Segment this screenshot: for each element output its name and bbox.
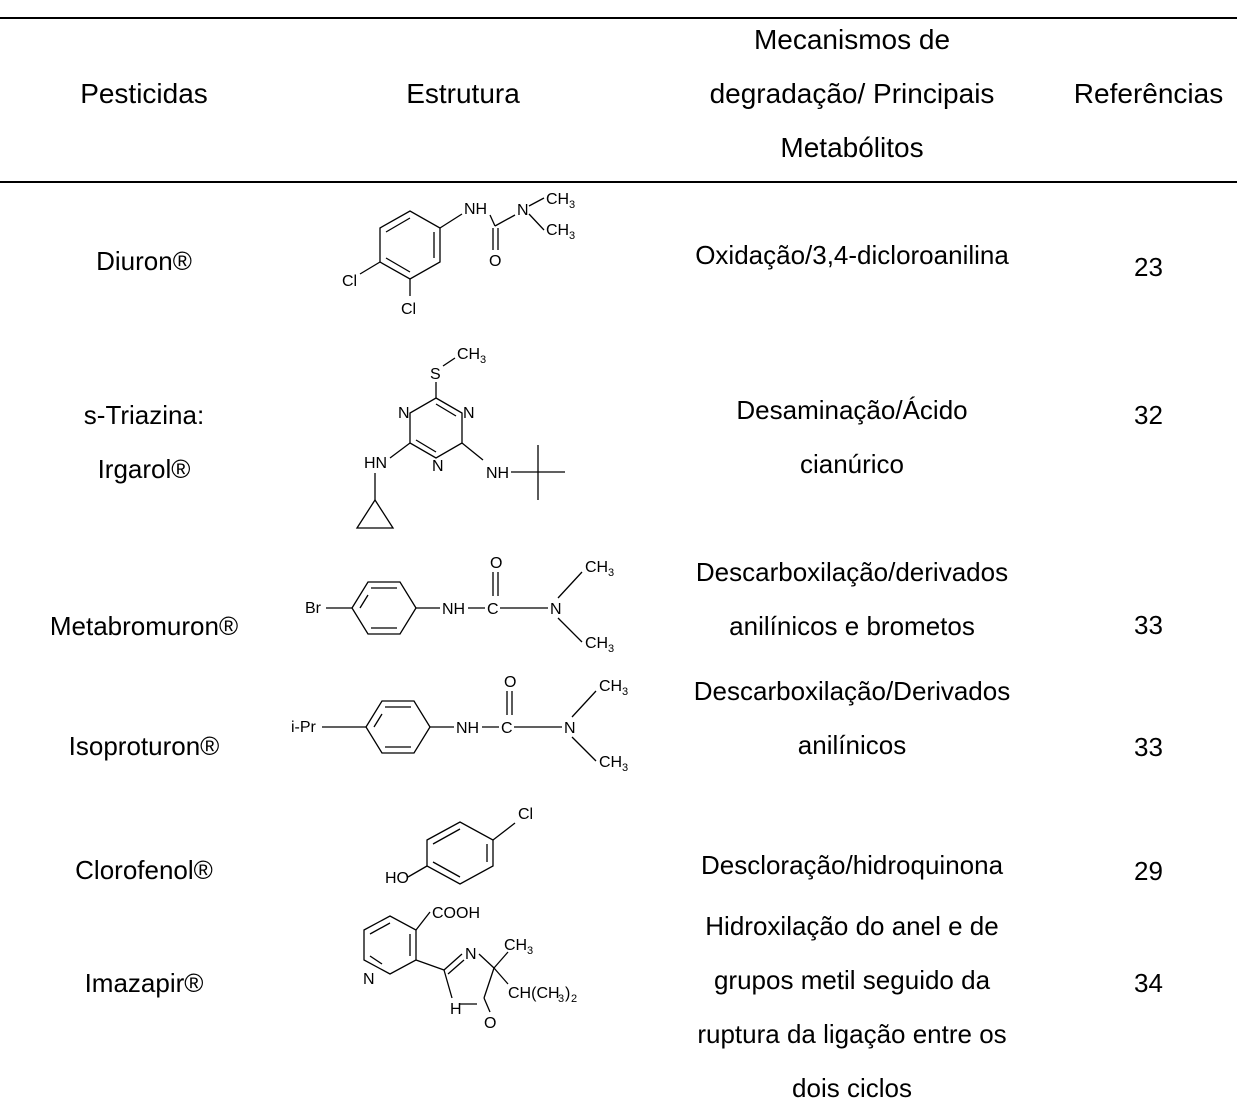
diuron-structure: NH O N CH 3 CH 3 Cl Cl xyxy=(342,191,575,318)
row-imazapir-mechanism-line-1: Hidroxilação do anel e de xyxy=(705,911,999,941)
isoproturon-structure: i-Pr NH C O N CH 3 CH 3 xyxy=(291,674,628,774)
svg-text:3: 3 xyxy=(569,199,575,211)
row-metabromuron-mechanism-line-2: anilínicos e brometos xyxy=(729,611,975,641)
row-isoproturon-mechanism-line-1: Descarboxilação/Derivados xyxy=(693,676,1011,706)
header-estrutura: Estrutura xyxy=(406,78,520,109)
svg-text:CH: CH xyxy=(599,754,622,771)
svg-text:NH: NH xyxy=(442,601,465,618)
row-clorofenol-name: Clorofenol® xyxy=(75,855,213,885)
svg-text:3: 3 xyxy=(569,230,575,242)
svg-text:3: 3 xyxy=(480,354,486,366)
row-irgarol-ref: 32 xyxy=(1134,400,1163,430)
row-imazapir-mechanism: Hidroxilação do anel e de grupos metil s… xyxy=(652,899,1052,1115)
row-clorofenol-mechanism: Descloração/hidroquinona xyxy=(700,850,1004,880)
header-pesticidas: Pesticidas xyxy=(80,78,208,109)
irgarol-structure: S CH 3 N N N HN NH xyxy=(355,346,565,529)
row-metabromuron-mechanism-line-1: Descarboxilação/derivados xyxy=(695,557,1009,587)
svg-text:NH: NH xyxy=(464,201,487,218)
svg-text:N: N xyxy=(517,202,529,219)
row-metabromuron-ref: 33 xyxy=(1134,610,1163,640)
row-irgarol-mechanism-line-1: Desaminação/Ácido xyxy=(736,395,968,425)
svg-text:Cl: Cl xyxy=(401,301,416,318)
svg-text:CH: CH xyxy=(457,346,480,363)
row-metabromuron-mechanism: Descarboxilação/derivados anilínicos e b… xyxy=(652,545,1052,653)
row-isoproturon-ref: 33 xyxy=(1134,732,1163,762)
row-imazapir-mechanism-line-3: ruptura da ligação entre os xyxy=(697,1019,1007,1049)
row-isoproturon-mechanism: Descarboxilação/Derivados anilínicos xyxy=(652,664,1052,772)
svg-text:CH: CH xyxy=(585,559,608,576)
row-irgarol-name: s-Triazina: Irgarol® xyxy=(0,388,288,496)
row-irgarol-name-line-2: Irgarol® xyxy=(97,454,191,484)
svg-text:Cl: Cl xyxy=(518,806,533,823)
svg-text:CH: CH xyxy=(599,678,622,695)
row-imazapir-mechanism-line-2: grupos metil seguido da xyxy=(713,965,991,995)
row-imazapir-ref: 34 xyxy=(1134,968,1163,998)
header-mecanismos: Mecanismos de degradação/ Principais Met… xyxy=(652,26,1052,188)
svg-text:O: O xyxy=(484,1015,496,1032)
header-mecanismos-line-2: degradação/ Principais xyxy=(709,78,995,109)
row-clorofenol-ref: 29 xyxy=(1134,856,1163,886)
svg-text:2: 2 xyxy=(571,993,577,1005)
svg-text:S: S xyxy=(430,366,441,383)
svg-text:CH: CH xyxy=(504,937,527,954)
svg-text:3: 3 xyxy=(608,643,614,655)
header-rule xyxy=(0,181,1237,183)
row-diuron-ref: 23 xyxy=(1134,252,1163,282)
svg-text:N: N xyxy=(363,971,375,988)
svg-text:Cl: Cl xyxy=(342,273,357,290)
row-imazapir-mechanism-line-4: dois ciclos xyxy=(792,1073,912,1103)
svg-text:O: O xyxy=(504,674,516,691)
row-imazapir-name: Imazapir® xyxy=(84,968,204,998)
svg-text:): ) xyxy=(565,985,570,1002)
svg-text:Br: Br xyxy=(305,600,322,617)
svg-text:HO: HO xyxy=(385,870,409,887)
svg-text:NH: NH xyxy=(456,720,479,737)
svg-text:CH: CH xyxy=(585,635,608,652)
svg-text:O: O xyxy=(489,253,501,270)
svg-text:N: N xyxy=(564,720,576,737)
svg-text:i-Pr: i-Pr xyxy=(291,719,317,736)
row-irgarol-name-line-1: s-Triazina: xyxy=(83,400,205,430)
svg-text:3: 3 xyxy=(527,945,533,957)
row-diuron-mechanism: Oxidação/3,4-dicloroanilina xyxy=(695,240,1009,270)
svg-text:COOH: COOH xyxy=(432,905,480,922)
row-metabromuron-name: Metabromuron® xyxy=(49,611,239,641)
row-irgarol-mechanism: Desaminação/Ácido cianúrico xyxy=(652,383,1052,491)
svg-text:3: 3 xyxy=(608,567,614,579)
svg-text:N: N xyxy=(432,458,444,475)
header-referencias: Referências xyxy=(1073,78,1224,109)
svg-text:C: C xyxy=(487,601,499,618)
row-isoproturon-name: Isoproturon® xyxy=(68,731,220,761)
svg-text:CH(CH: CH(CH xyxy=(508,985,560,1002)
clorofenol-structure: Cl HO xyxy=(385,806,533,887)
header-mecanismos-line-3: Metabólitos xyxy=(780,132,924,163)
metabromuron-structure: Br NH C O N CH 3 CH 3 xyxy=(305,555,614,655)
svg-text:CH: CH xyxy=(546,222,569,239)
svg-text:N: N xyxy=(398,405,410,422)
svg-text:C: C xyxy=(501,720,513,737)
row-diuron-name: Diuron® xyxy=(96,246,192,276)
svg-text:N: N xyxy=(465,946,477,963)
header-mecanismos-line-1: Mecanismos de xyxy=(753,24,951,55)
svg-text:CH: CH xyxy=(546,191,569,208)
svg-text:NH: NH xyxy=(486,465,509,482)
svg-text:3: 3 xyxy=(622,762,628,774)
svg-text:H: H xyxy=(450,1001,462,1018)
svg-text:HN: HN xyxy=(364,455,387,472)
top-rule xyxy=(0,17,1237,19)
row-irgarol-mechanism-line-2: cianúrico xyxy=(799,449,905,479)
row-isoproturon-mechanism-line-2: anilínicos xyxy=(797,730,907,760)
imazapir-structure: N COOH N H O CH 3 CH(CH 3 ) 2 xyxy=(363,905,577,1032)
svg-text:N: N xyxy=(550,601,562,618)
svg-text:O: O xyxy=(490,555,502,572)
svg-text:3: 3 xyxy=(622,686,628,698)
svg-text:3: 3 xyxy=(558,993,564,1005)
svg-text:N: N xyxy=(463,405,475,422)
